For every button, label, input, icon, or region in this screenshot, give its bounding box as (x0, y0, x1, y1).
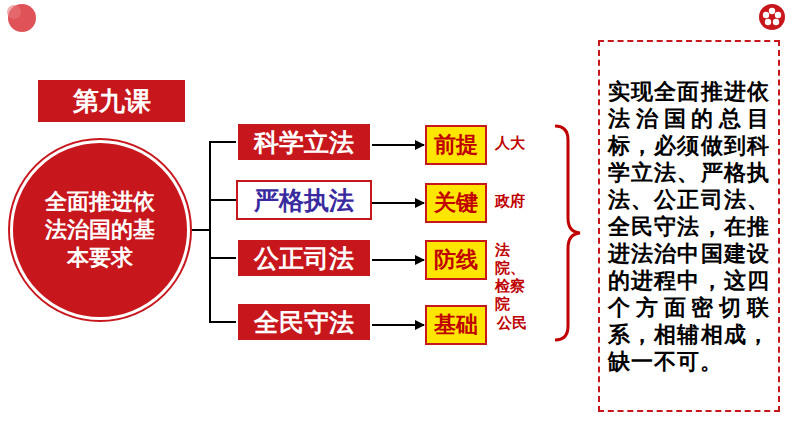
ink-dot (7, 5, 21, 19)
node-text: 第九课 (73, 85, 151, 118)
title-box: 第九课 (38, 80, 185, 122)
role-box: 前提 (425, 125, 487, 165)
arrow (372, 144, 424, 146)
role-label: 人大 (495, 134, 535, 152)
requirement-box: 公正司法 (236, 238, 372, 278)
arrow (372, 259, 424, 261)
arrow (372, 202, 424, 204)
summary-box: 实现全面推进依法治国的总目标，必须做到科学立法、严格执法、公正司法、全民守法，在… (598, 40, 780, 412)
node-text: 全民守法 (254, 307, 354, 338)
node-text: 防线 (434, 246, 478, 274)
role-label: 法院、检察院 (495, 241, 529, 313)
topic-circle: 全面推进依法治国的基本要求 (10, 140, 190, 320)
flower-petals (763, 8, 781, 25)
arrow (372, 324, 424, 326)
flower-icon (759, 4, 785, 30)
role-box: 关键 (425, 183, 487, 223)
brace-line (190, 230, 236, 322)
brace-line (190, 142, 236, 230)
node-text: 严格执法 (254, 185, 354, 216)
node-text: 基础 (434, 311, 478, 339)
node-text: 前提 (434, 131, 478, 159)
requirement-box: 全民守法 (236, 302, 372, 342)
role-label: 公民 (497, 314, 537, 332)
role-label: 政府 (495, 192, 535, 210)
brace-line (190, 200, 236, 230)
requirement-box: 严格执法 (236, 180, 372, 220)
node-text: 实现全面推进依法治国的总目标，必须做到科学立法、严格执法、公正司法、全民守法，在… (608, 78, 770, 375)
ink-dot (8, 4, 36, 32)
role-box: 基础 (425, 305, 487, 345)
node-text: 关键 (434, 189, 478, 217)
node-text: 公正司法 (254, 243, 354, 274)
right-bracket (555, 126, 580, 340)
brace-line (190, 230, 236, 258)
node-text: 全面推进依法治国的基本要求 (36, 188, 164, 272)
requirement-box: 科学立法 (236, 122, 372, 162)
node-text: 科学立法 (254, 127, 354, 158)
role-box: 防线 (425, 240, 487, 280)
